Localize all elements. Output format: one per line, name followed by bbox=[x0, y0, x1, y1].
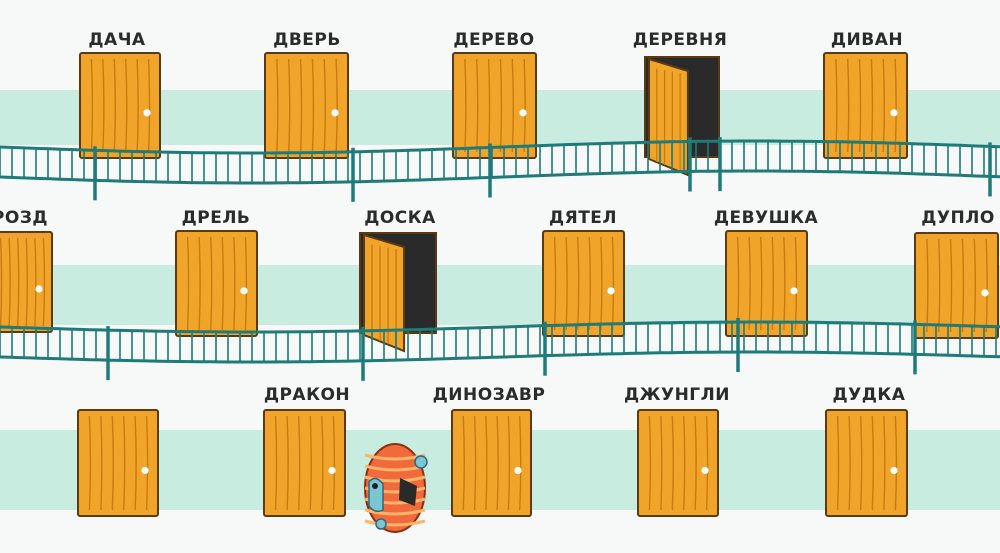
door-knob bbox=[331, 109, 339, 117]
word-label: ДЕРЕВНЯ bbox=[632, 30, 728, 50]
word-label: ДИВАН bbox=[830, 30, 904, 50]
wall-band bbox=[0, 265, 1000, 325]
word-label: ДЕВУШКА bbox=[713, 208, 819, 228]
word-label: РОЗД bbox=[0, 208, 49, 228]
door-knob bbox=[790, 287, 798, 295]
door-knob bbox=[141, 466, 149, 475]
door bbox=[825, 409, 908, 517]
door-knob bbox=[981, 289, 989, 297]
word-label: ДАЧА bbox=[88, 30, 146, 50]
fence-railing bbox=[0, 137, 1000, 202]
door bbox=[542, 230, 625, 337]
open-door bbox=[359, 232, 437, 353]
door-knob bbox=[890, 109, 898, 117]
word-label: ДВЕРЬ bbox=[273, 30, 341, 50]
door bbox=[914, 232, 999, 339]
door bbox=[175, 230, 258, 337]
door bbox=[79, 52, 161, 159]
door bbox=[452, 52, 537, 159]
orange-blob-monster-icon bbox=[364, 443, 428, 533]
word-label: ДРАКОН bbox=[263, 385, 351, 405]
door-knob bbox=[607, 287, 615, 295]
door-knob bbox=[240, 287, 248, 295]
door bbox=[451, 409, 532, 517]
door-knob bbox=[519, 109, 527, 117]
fence-railing bbox=[0, 318, 1000, 381]
door-knob bbox=[143, 109, 151, 117]
door bbox=[77, 409, 159, 517]
door-knob bbox=[701, 466, 709, 475]
word-label: ДЕРЕВО bbox=[453, 30, 535, 50]
door bbox=[263, 409, 346, 517]
word-label: ДЖУНГЛИ bbox=[624, 385, 730, 405]
door bbox=[264, 52, 349, 159]
word-label: ДЯТЕЛ bbox=[548, 208, 618, 228]
door bbox=[823, 52, 908, 159]
door bbox=[637, 409, 719, 517]
word-label: ДУПЛО bbox=[921, 208, 995, 228]
door-knob bbox=[890, 466, 898, 475]
door bbox=[0, 231, 53, 333]
word-label: ДОСКА bbox=[364, 208, 436, 228]
word-label: ДУДКА bbox=[832, 385, 906, 405]
door-knob bbox=[35, 285, 43, 293]
door-knob bbox=[514, 466, 522, 475]
door-knob bbox=[328, 466, 336, 475]
word-label: ДРЕЛЬ bbox=[181, 208, 251, 228]
word-label: ДИНОЗАВР bbox=[432, 385, 546, 405]
